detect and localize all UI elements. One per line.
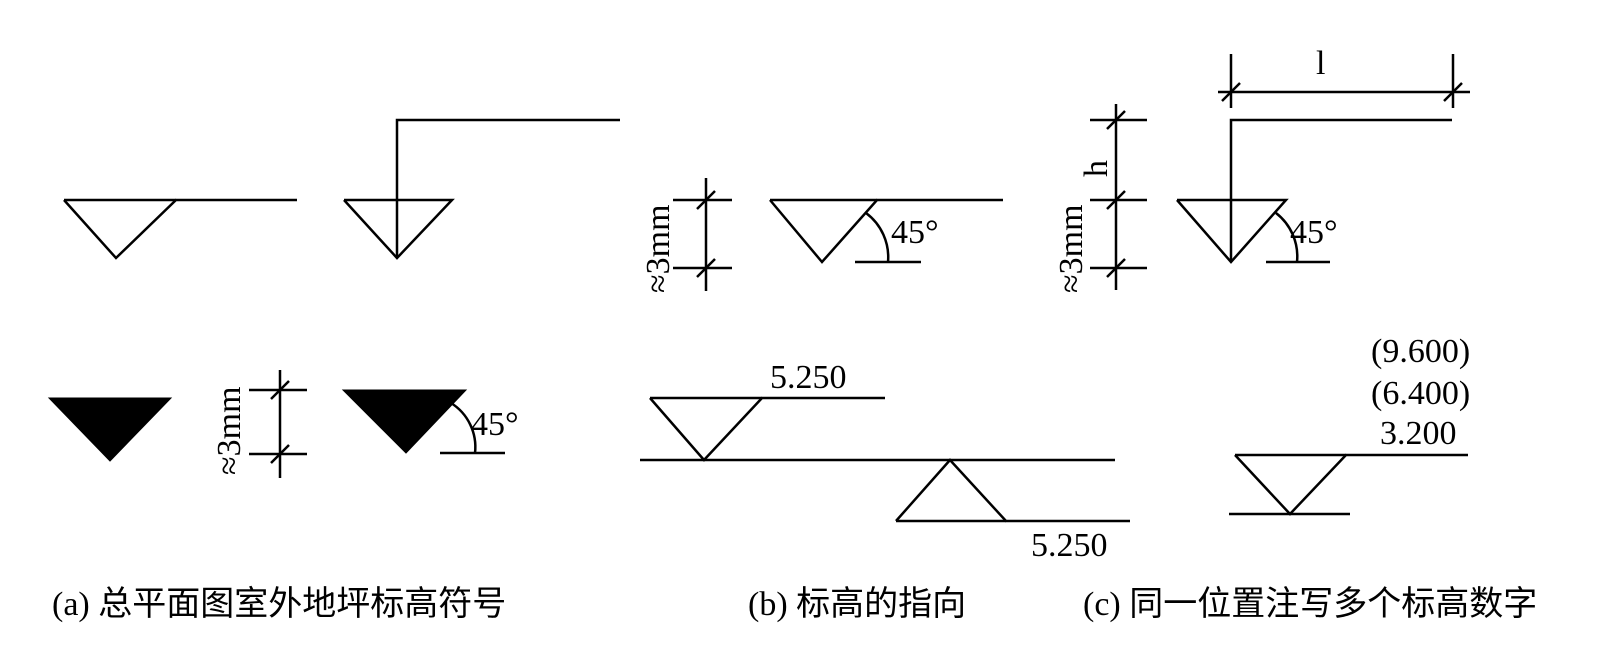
elevation-symbol-leader-angle — [1176, 118, 1452, 264]
elevation-symbol-up-pointing — [895, 458, 1130, 523]
filled-elevation-symbol — [47, 397, 173, 462]
filled-elevation-symbol-angle — [341, 389, 505, 455]
elevation-symbol-multi-value — [1229, 453, 1468, 516]
elevation-symbol-down-pointing — [649, 396, 885, 462]
dim-3mm-label-1: ≈3mm — [640, 204, 677, 293]
caption-a: (a) 总平面图室外地坪标高符号 — [52, 585, 506, 623]
angle-label-1: 45° — [891, 214, 939, 251]
dimension-h-3mm — [1090, 104, 1147, 290]
dim-h-label: h — [1078, 160, 1115, 177]
dim-3mm-label-2: ≈3mm — [1053, 204, 1090, 293]
dimension-3mm-left — [673, 178, 732, 291]
elevation-symbol-angle — [769, 198, 1003, 264]
elevation-value-9600: (9.600) — [1371, 333, 1470, 370]
angle-label-2: 45° — [1290, 214, 1338, 251]
caption-c: (c) 同一位置注写多个标高数字 — [1083, 585, 1537, 623]
dimension-l — [1218, 54, 1470, 108]
caption-b: (b) 标高的指向 — [748, 585, 966, 623]
elevation-symbol-with-leader — [343, 118, 620, 260]
elevation-symbol-basic — [63, 198, 297, 260]
dim-3mm-label-3: ≈3mm — [211, 386, 248, 475]
elevation-value-bottom: 5.250 — [1031, 527, 1108, 564]
dimension-3mm-filled — [249, 370, 307, 478]
dim-l-label: l — [1316, 45, 1325, 82]
elevation-value-6400: (6.400) — [1371, 375, 1470, 412]
elevation-value-3200: 3.200 — [1380, 415, 1457, 452]
elevation-value-top: 5.250 — [770, 359, 847, 396]
angle-label-3: 45° — [471, 406, 519, 443]
